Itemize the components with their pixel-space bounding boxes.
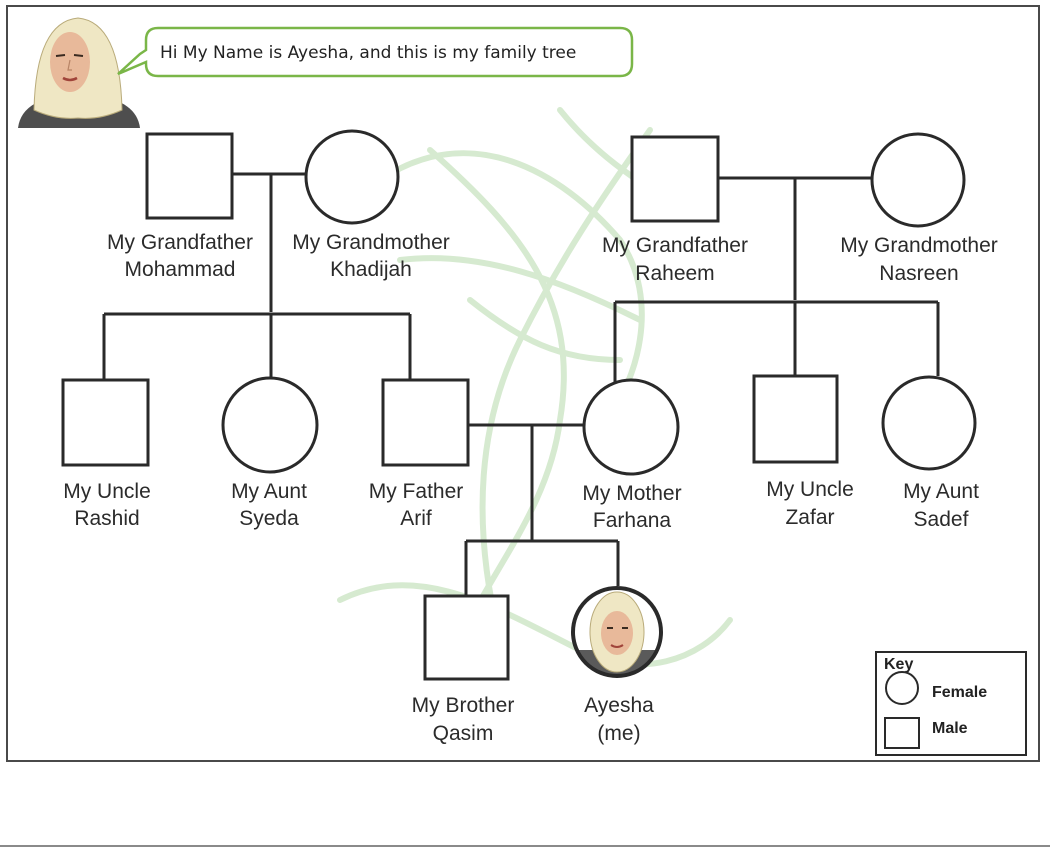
mother-farhana-label-line2: Farhana <box>593 509 672 532</box>
speech-bubble: Hi My Name is Ayesha, and this is my fam… <box>117 26 634 78</box>
grandfather-mohammad-label-line1: My Grandfather <box>107 231 253 254</box>
ayesha-avatar-icon <box>18 17 140 128</box>
grandmother-nasreen-label-line1: My Grandmother <box>840 234 998 257</box>
key-male-symbol <box>884 717 920 749</box>
key-female-symbol <box>885 671 919 705</box>
uncle-zafar-male-symbol <box>752 374 839 464</box>
ayesha-female-symbol <box>571 586 663 678</box>
aunt-sadef-label-line1: My Aunt <box>903 480 979 503</box>
grandfather-raheem-label-line1: My Grandfather <box>602 234 748 257</box>
uncle-rashid-label-line2: Rashid <box>74 507 139 530</box>
aunt-syeda-female-symbol <box>221 376 319 474</box>
aunt-syeda-label-line1: My Aunt <box>231 480 307 503</box>
father-arif-label-line2: Arif <box>400 507 432 530</box>
grandmother-khadijah-label-line1: My Grandmother <box>292 231 450 254</box>
father-arif-label-line1: My Father <box>369 480 464 503</box>
brother-qasim-label-line2: Qasim <box>433 722 494 745</box>
brother-qasim-label-line1: My Brother <box>412 694 515 717</box>
key-legend: Key Female Male <box>875 651 1027 756</box>
uncle-rashid-male-symbol <box>61 378 150 467</box>
brother-qasim-male-symbol <box>423 594 510 681</box>
aunt-sadef-label-line2: Sadef <box>914 508 969 531</box>
tree-connectors <box>102 172 940 596</box>
uncle-rashid-label-line1: My Uncle <box>63 480 151 503</box>
uncle-zafar-label-line2: Zafar <box>785 506 834 529</box>
grandmother-nasreen-label-line2: Nasreen <box>879 262 958 285</box>
key-title: Key <box>884 656 913 673</box>
uncle-zafar-label-line1: My Uncle <box>766 478 854 501</box>
page-bottom-rule <box>0 845 1050 847</box>
grandfather-raheem-male-symbol <box>630 135 720 223</box>
ayesha-label-line1: Ayesha <box>584 694 654 717</box>
speech-bubble-text: Hi My Name is Ayesha, and this is my fam… <box>160 43 576 63</box>
father-arif-male-symbol <box>381 378 470 467</box>
grandfather-raheem-label-line2: Raheem <box>635 262 714 285</box>
key-male-label: Male <box>932 720 968 737</box>
member-labels: My Grandfather Mohammad My Grandmother K… <box>63 231 998 745</box>
key-female-label: Female <box>932 684 987 701</box>
grandmother-nasreen-female-symbol <box>870 132 966 228</box>
mother-farhana-label-line1: My Mother <box>582 482 681 505</box>
grandfather-mohammad-male-symbol <box>145 132 234 220</box>
aunt-syeda-label-line2: Syeda <box>239 507 299 530</box>
diagram-frame <box>6 5 1040 762</box>
grandmother-khadijah-label-line2: Khadijah <box>330 258 412 281</box>
grandmother-khadijah-female-symbol <box>304 129 400 225</box>
grandfather-mohammad-label-line2: Mohammad <box>125 258 236 281</box>
aunt-sadef-female-symbol <box>881 375 977 471</box>
ayesha-label-line2: (me) <box>597 722 640 745</box>
mother-farhana-female-symbol <box>582 378 680 476</box>
